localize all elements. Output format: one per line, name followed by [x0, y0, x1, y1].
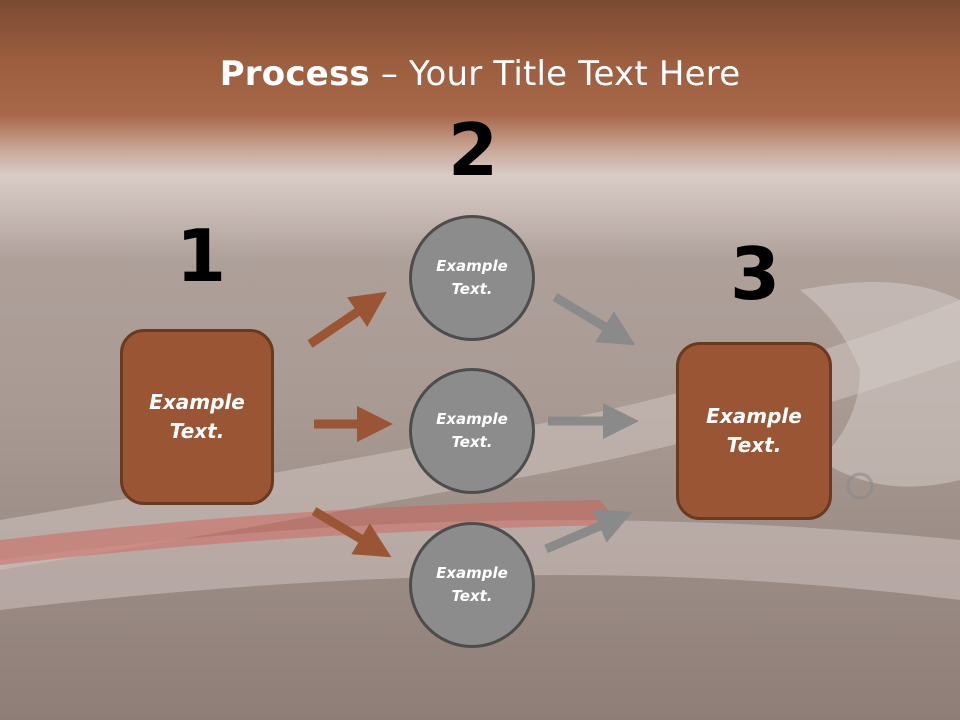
step-number-2: 2 — [448, 108, 499, 192]
wrench-head — [800, 282, 960, 487]
step-number-1: 1 — [176, 214, 227, 298]
circle-top-text: Example Text. — [436, 255, 508, 301]
circle-bottom-text: Example Text. — [436, 562, 508, 608]
circle-bottom-line1: Example — [436, 564, 508, 582]
title-rest: – Your Title Text Here — [369, 54, 741, 94]
circle-middle-text: Example Text. — [436, 408, 508, 454]
step-2-circle-middle[interactable]: Example Text. — [409, 368, 535, 494]
step-1-box-text: Example Text. — [149, 388, 245, 446]
step-1-box-line2: Text. — [169, 419, 225, 443]
arrow-1-to-2-top — [307, 291, 387, 348]
step-1-box[interactable]: Example Text. — [120, 329, 274, 505]
title-bold: Process — [219, 54, 370, 94]
red-stripe — [0, 500, 620, 565]
circle-middle-line2: Text. — [451, 433, 493, 451]
circle-top-line1: Example — [436, 257, 508, 275]
step-1-box-line1: Example — [149, 390, 245, 414]
step-3-box-line1: Example — [706, 404, 802, 428]
bolt-shape — [846, 472, 874, 500]
circle-bottom-line2: Text. — [451, 587, 493, 605]
step-number-3: 3 — [730, 232, 781, 316]
step-2-circle-top[interactable]: Example Text. — [409, 215, 535, 341]
slide-title: Process – Your Title Text Here — [0, 54, 960, 94]
arrow-2-to-3-top — [552, 293, 636, 346]
arrow-2-to-3-bottom — [544, 509, 633, 554]
step-2-circle-bottom[interactable]: Example Text. — [409, 522, 535, 648]
step-3-box-line2: Text. — [726, 433, 782, 457]
circle-top-line2: Text. — [451, 280, 493, 298]
step-3-box[interactable]: Example Text. — [676, 342, 832, 520]
circle-middle-line1: Example — [436, 410, 508, 428]
step-3-box-text: Example Text. — [706, 402, 802, 460]
arrow-1-to-2-bottom — [311, 507, 392, 558]
